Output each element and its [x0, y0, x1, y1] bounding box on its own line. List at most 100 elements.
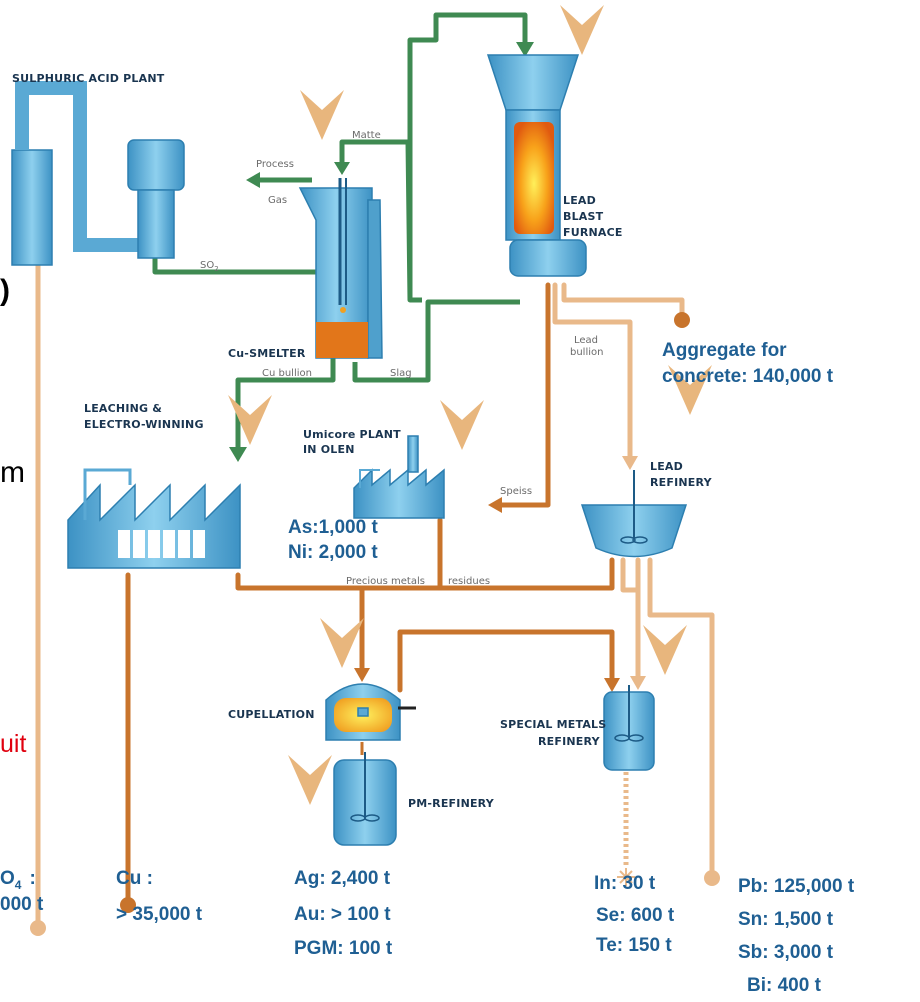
so2-line: [152, 240, 321, 275]
cell-6: [193, 530, 205, 558]
olen-building: [353, 468, 445, 519]
label-lead-bullion-1: Lead: [574, 335, 598, 346]
label-residues: residues: [448, 576, 490, 587]
output-cu-1: Cu :: [116, 868, 153, 889]
output-ni: Ni: 2,000 t: [288, 542, 378, 563]
cell-1: [118, 530, 130, 558]
cell-3: [148, 530, 160, 558]
feed-arrows: [228, 5, 712, 805]
output-aggregate-2: concrete: 140,000 t: [662, 366, 834, 387]
refinery-residue-line: [620, 557, 641, 593]
lead-refinery: [580, 470, 688, 558]
special-metals-refinery: [603, 685, 655, 771]
label-cu-bullion: Cu bullion: [262, 368, 312, 379]
leaching-pipe: [83, 468, 132, 520]
furnace-fire: [514, 122, 554, 234]
refinery-pb-line: [647, 557, 715, 878]
label-so2: SO2: [200, 260, 219, 273]
cu-smelter: [298, 178, 383, 359]
cathode-cells: [118, 530, 205, 558]
process-gas-arrowhead: [246, 172, 260, 188]
slag-line: [352, 299, 520, 383]
label-speiss: Speiss: [500, 486, 532, 497]
output-se: Se: 600 t: [596, 905, 675, 926]
feed-arrow-lead-refinery: [668, 365, 712, 415]
lead-blast-furnace: [486, 54, 587, 277]
pm-blade-right: [364, 814, 380, 822]
furnace-hopper: [486, 54, 580, 111]
sparkle-icon: [617, 868, 635, 886]
stirrer-blade-right: [632, 536, 648, 544]
label-cu-smelter: Cu-SMELTER: [228, 347, 306, 360]
label-gas: Gas: [268, 195, 287, 206]
special-blade-right: [628, 734, 644, 742]
output-sb: Sb: 3,000 t: [738, 942, 834, 963]
stirrer-blade-left: [620, 536, 636, 544]
label-slag: Slag: [390, 368, 412, 379]
speiss-line: [497, 282, 551, 508]
output-aggregate-1: Aggregate for: [662, 340, 787, 361]
feed-arrow-special-metals: [643, 625, 687, 675]
lead-refinery-arrowhead: [622, 456, 638, 470]
label-leaching-1: LEACHING &: [84, 402, 162, 415]
label-lead-refinery-2: REFINERY: [650, 476, 713, 489]
aggregate-line: [561, 282, 685, 321]
acid-vessel-body: [137, 189, 175, 259]
cell-4: [163, 530, 175, 558]
output-h2so4-2: 000 t: [0, 894, 44, 915]
feed-arrow-pm-refinery: [288, 755, 332, 805]
output-au: Au: > 100 t: [294, 904, 391, 925]
output-as: As:1,000 t: [288, 517, 378, 538]
label-leaching-2: ELECTRO-WINNING: [84, 418, 204, 431]
fragment-paren: ): [0, 274, 10, 307]
acid-column-left: [11, 149, 53, 266]
cell-5: [178, 530, 190, 558]
cupellation-to-special-line: [397, 629, 615, 693]
pm-refinery: [333, 752, 397, 846]
cu-end-dot: [120, 897, 136, 913]
cupellation-arrowhead: [354, 668, 370, 682]
speiss-arrowhead: [488, 497, 502, 513]
output-h2so4-1: O4:: [0, 868, 36, 892]
residues-main-line: [235, 557, 615, 591]
special-metals-arrowhead-dark: [604, 678, 620, 692]
label-cupellation: CUPELLATION: [228, 708, 315, 721]
feed-arrow-smelter: [300, 90, 344, 140]
output-in: In: 30 t: [594, 873, 656, 894]
label-furnace: FURNACE: [563, 226, 623, 239]
leaching-plant: [67, 468, 241, 569]
fragment-m: m: [0, 456, 25, 489]
furnace-hearth: [509, 239, 587, 277]
output-te: Te: 150 t: [596, 935, 672, 956]
cupellation-furnace: [325, 683, 416, 741]
smelter-molten-bath: [316, 322, 368, 358]
aggregate-end-dot: [674, 312, 690, 328]
olen-pipe: [359, 469, 380, 488]
feed-arrow-leaching: [228, 395, 272, 445]
acid-end-dot: [30, 920, 46, 936]
label-matte: Matte: [352, 130, 381, 141]
sulphuric-acid-plant: [11, 81, 185, 266]
cell-2: [133, 530, 145, 558]
label-precious-metals: Precious metals: [346, 576, 425, 587]
lance-tip: [340, 307, 346, 313]
label-lead-bullion-2: bullion: [570, 347, 603, 358]
output-pgm: PGM: 100 t: [294, 938, 393, 959]
label-special-metals-1: SPECIAL METALS: [500, 718, 606, 731]
furnace-feed-arrowhead: [516, 42, 534, 57]
label-lead-refinery-1: LEAD: [650, 460, 683, 473]
label-sulphuric-acid-plant: SULPHURIC ACID PLANT: [12, 72, 165, 85]
metal-stream-lines: [30, 262, 720, 936]
cu-bullion-arrowhead: [229, 447, 247, 462]
feed-arrow-olen: [440, 400, 484, 450]
label-process: Process: [256, 159, 294, 170]
pb-end-dot: [704, 870, 720, 886]
furnace-top-feed-line: [407, 12, 528, 300]
label-blast: BLAST: [563, 210, 604, 223]
label-umicore-1: Umicore PLANT: [303, 428, 401, 441]
acid-vessel-top: [127, 139, 185, 191]
fragment-uit: uit: [0, 730, 26, 758]
output-ag: Ag: 2,400 t: [294, 868, 391, 889]
matte-arrowhead: [334, 162, 350, 175]
